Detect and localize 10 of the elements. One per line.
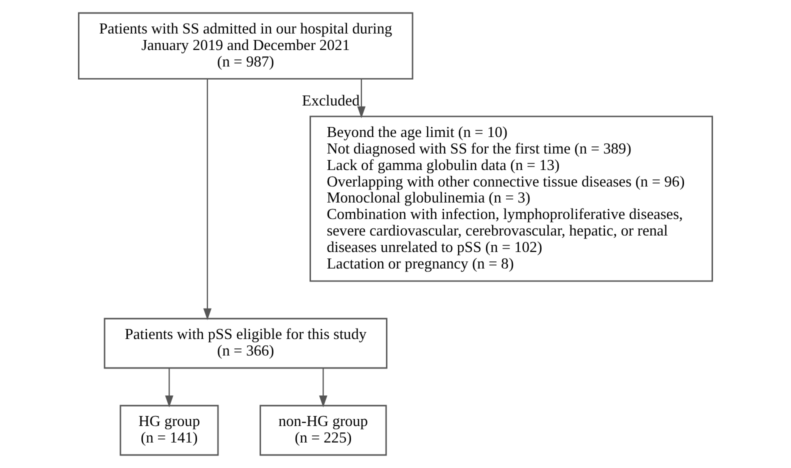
- node-box: HG group (n = 141): [120, 404, 219, 456]
- edge-label: Excluded: [302, 92, 360, 110]
- node-box: Patients with pSS eligible for this study (n = 366): [104, 318, 388, 369]
- arrow: [203, 78, 212, 320]
- node-box: Beyond the age limit (n = 10) Not diagnosed with SS for the first time (n = 389) Lack of gamma globulin data (n = 13) Overlapping with other connective tissue diseases (n = 96) Monoclonal globulinemia (n = 3) Combination with infection, lymphoproliferative diseases, severe cardiovascular, cerebrovascular, hepatic, or renal diseases unrelated to pSS (n = 102) Lactation or pregnancy (n = 8): [310, 116, 713, 282]
- node-box: non-HG group (n = 225): [260, 404, 387, 456]
- arrow: [357, 79, 366, 118]
- arrow: [165, 368, 174, 408]
- arrow: [319, 368, 328, 408]
- node-box: Patients with SS admitted in our hospital during January 2019 and December 2021 (n = 987): [78, 12, 414, 80]
